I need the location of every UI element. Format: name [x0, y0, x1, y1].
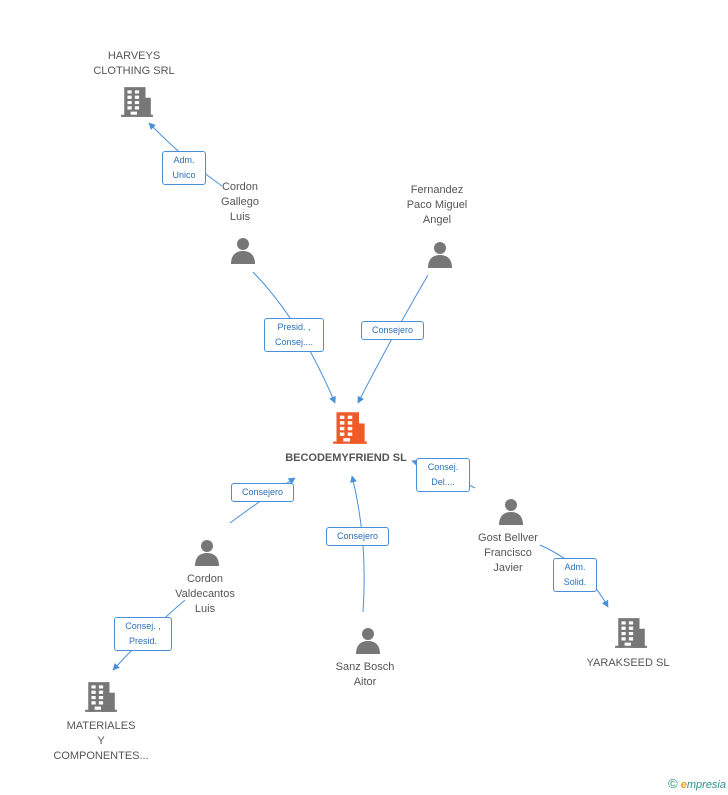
- node-label-cordon-gallego[interactable]: Cordon Gallego Luis: [221, 181, 259, 223]
- node-label-gost-bellver[interactable]: Gost Bellver Francisco Javier: [478, 532, 538, 574]
- cordon-valdecantos-person-icon[interactable]: [195, 540, 219, 566]
- copyright-symbol: ©: [668, 776, 678, 791]
- becodemyfriend-building-icon[interactable]: [333, 412, 367, 444]
- brand-name: mpresia: [686, 779, 726, 791]
- edge-label-consej-presid[interactable]: Consej. , Presid.: [114, 617, 172, 651]
- materiales-building-icon[interactable]: [85, 682, 117, 712]
- node-label-becodemyfriend[interactable]: BECODEMYFRIEND SL: [285, 452, 407, 464]
- harveys-building-icon[interactable]: [121, 87, 153, 117]
- edge-label-consejero-valdecantos[interactable]: Consejero: [231, 483, 294, 502]
- node-label-materiales[interactable]: MATERIALES Y COMPONENTES...: [53, 720, 149, 762]
- edge-label-consejero-sanz[interactable]: Consejero: [326, 527, 389, 546]
- node-label-fernandez[interactable]: Fernandez Paco Miguel Angel: [406, 184, 468, 226]
- brand-logo-letter: e: [680, 779, 687, 791]
- sanz-bosch-person-icon[interactable]: [356, 628, 380, 654]
- footer-brand[interactable]: ©empresia: [668, 776, 726, 791]
- gost-bellver-person-icon[interactable]: [499, 499, 523, 525]
- node-label-yarakseed[interactable]: YARAKSEED SL: [586, 657, 670, 669]
- edge-label-presid-consej[interactable]: Presid. , Consej....: [264, 318, 324, 352]
- edge-label-consej-del[interactable]: Consej. Del....: [416, 458, 470, 492]
- cordon-gallego-person-icon[interactable]: [231, 238, 255, 264]
- edge-label-adm-unico[interactable]: Adm. Unico: [162, 151, 206, 185]
- node-label-sanz-bosch[interactable]: Sanz Bosch Aitor: [335, 661, 395, 688]
- edge-label-consejero-fernandez[interactable]: Consejero: [361, 321, 424, 340]
- yarakseed-building-icon[interactable]: [615, 618, 647, 648]
- node-label-cordon-valdecantos[interactable]: Cordon Valdecantos Luis: [175, 573, 235, 615]
- edge-label-adm-solid[interactable]: Adm. Solid.: [553, 558, 597, 592]
- fernandez-person-icon[interactable]: [428, 242, 452, 268]
- node-label-harveys[interactable]: HARVEYS CLOTHING SRL: [93, 50, 175, 77]
